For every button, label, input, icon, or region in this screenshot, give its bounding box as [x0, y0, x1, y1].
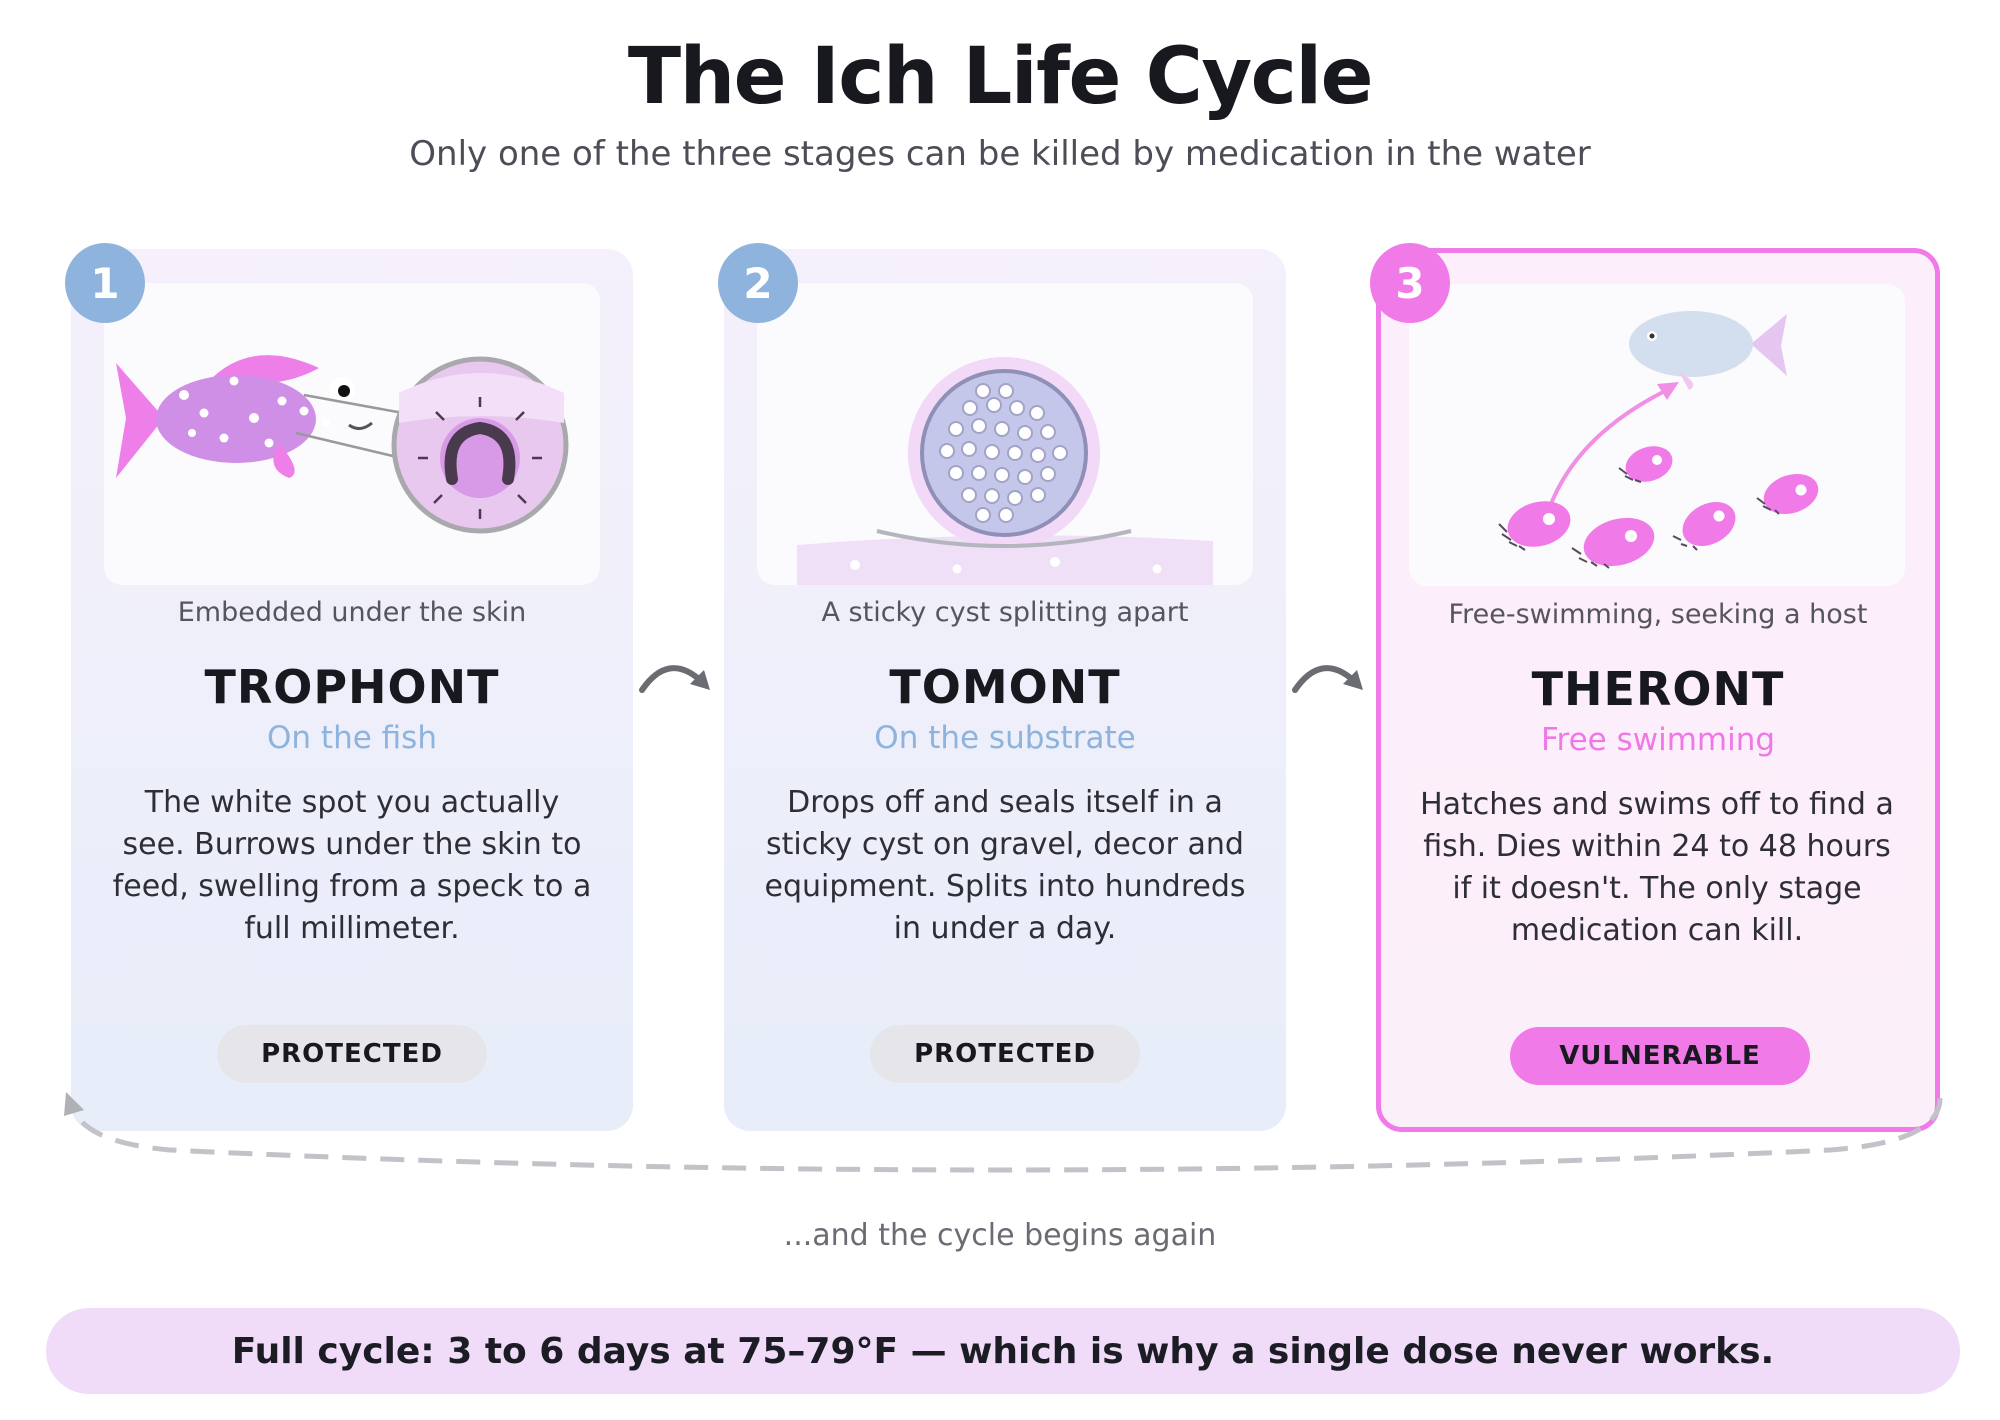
theront-illustration [1498, 311, 1819, 569]
stage-card-trophont: Embedded under the skin TROPHONT On the … [71, 249, 633, 1131]
theront-icon [1507, 446, 1819, 567]
stage-description: Hatches and swims off to find a fish. Di… [1420, 787, 1894, 948]
substrate [797, 535, 1213, 585]
status-badge: VULNERABLE [1510, 1027, 1810, 1085]
status-badge: PROTECTED [870, 1025, 1140, 1083]
page-subtitle: Only one of the three stages can be kill… [409, 134, 1591, 174]
stage-description: Drops off and seals itself in a sticky c… [764, 785, 1246, 946]
loop-arrow-icon [64, 1092, 1943, 1173]
host-fish-icon [1629, 311, 1787, 390]
illustration-panel [104, 283, 600, 585]
stage-caption: A sticky cyst splitting apart [821, 597, 1189, 628]
curved-arrow-icon [639, 665, 710, 693]
footer-banner: Full cycle: 3 to 6 days at 75–79°F — whi… [46, 1308, 1960, 1394]
stage-caption: Free-swimming, seeking a host [1448, 599, 1868, 630]
magnifier-icon [295, 356, 569, 534]
stage-location: On the fish [267, 720, 437, 756]
tomont-illustration [797, 357, 1213, 585]
cyst-icon [876, 357, 1132, 549]
trophont-illustration [116, 355, 569, 534]
illustration-panel [757, 283, 1253, 585]
stage-caption: Embedded under the skin [177, 597, 527, 628]
stage-number-badge: 2 [718, 243, 798, 323]
curved-arrow-icon [1292, 665, 1363, 693]
stage-number-badge: 3 [1370, 243, 1450, 323]
stage-location: On the substrate [874, 720, 1136, 756]
page-title: The Ich Life Cycle [627, 32, 1374, 122]
stage-name: THERONT [1531, 662, 1785, 716]
stage-name: TOMONT [889, 660, 1121, 714]
cycle-note: ...and the cycle begins again [783, 1218, 1217, 1253]
stage-number-badge: 1 [65, 243, 145, 323]
stage-card-tomont: A sticky cyst splitting apart TOMONT On … [724, 249, 1286, 1131]
stage-description: The white spot you actually see. Burrows… [112, 785, 592, 946]
illustration-panel [1409, 284, 1905, 586]
swim-path-arrow [1549, 382, 1679, 505]
stage-name: TROPHONT [204, 660, 500, 714]
stage-location: Free swimming [1540, 722, 1776, 758]
footer-note: Full cycle: 3 to 6 days at 75–79°F — whi… [231, 1330, 1775, 1372]
stage-card-theront: Free-swimming, seeking a host THERONT Fr… [1376, 248, 1940, 1132]
status-badge: PROTECTED [217, 1025, 487, 1083]
fish-icon [116, 355, 373, 478]
